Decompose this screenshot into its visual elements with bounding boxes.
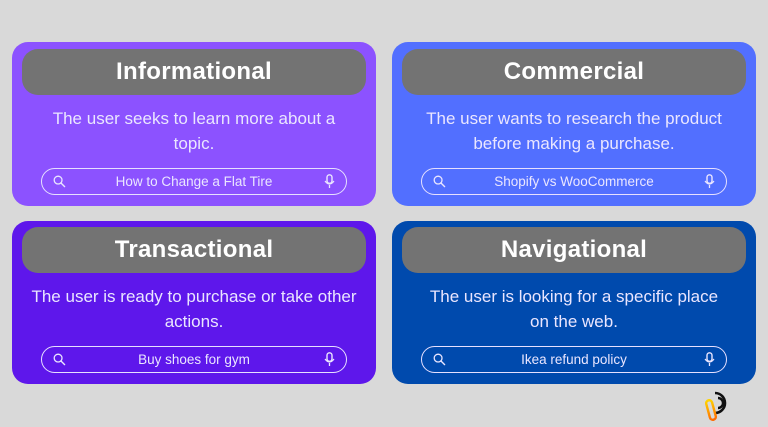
search-bar[interactable]: How to Change a Flat Tire <box>41 168 347 195</box>
card-transactional: Transactional The user is ready to purch… <box>12 221 376 384</box>
card-title: Navigational <box>402 227 746 273</box>
search-query: Shopify vs WooCommerce <box>494 174 654 189</box>
search-bar[interactable]: Buy shoes for gym <box>41 346 347 373</box>
search-icon <box>52 175 66 189</box>
search-bar[interactable]: Ikea refund policy <box>421 346 727 373</box>
search-icon <box>52 353 66 367</box>
search-query: Ikea refund policy <box>521 352 627 367</box>
card-description: The user seeks to learn more about a top… <box>52 109 336 153</box>
microphone-icon[interactable] <box>702 352 716 367</box>
card-description: The user wants to research the product b… <box>426 109 722 153</box>
microphone-icon[interactable] <box>322 352 336 367</box>
card-description: The user is ready to purchase or take ot… <box>31 287 357 331</box>
card-navigational: Navigational The user is looking for a s… <box>392 221 756 384</box>
search-bar[interactable]: Shopify vs WooCommerce <box>421 168 727 195</box>
search-icon <box>432 175 446 189</box>
card-commercial: Commercial The user wants to research th… <box>392 42 756 206</box>
search-icon <box>432 353 446 367</box>
search-query: How to Change a Flat Tire <box>115 174 273 189</box>
search-query: Buy shoes for gym <box>138 352 250 367</box>
card-informational: Informational The user seeks to learn mo… <box>12 42 376 206</box>
card-title: Commercial <box>402 49 746 95</box>
microphone-icon[interactable] <box>322 174 336 189</box>
microphone-icon[interactable] <box>702 174 716 189</box>
card-title: Informational <box>22 49 366 95</box>
brand-logo-icon <box>704 388 735 422</box>
card-title: Transactional <box>22 227 366 273</box>
card-description: The user is looking for a specific place… <box>429 287 719 331</box>
